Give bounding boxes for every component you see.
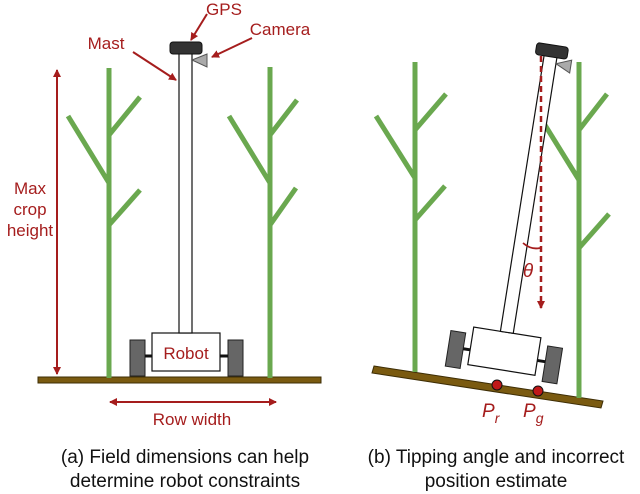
caption-b: (b) Tipping angle and incorrect position… — [352, 446, 640, 494]
plant-b-left — [373, 62, 448, 372]
camera-label: Camera — [250, 20, 311, 39]
mast-b — [499, 54, 558, 335]
robot-label: Robot — [163, 344, 209, 363]
robot-b — [444, 42, 573, 385]
point-pg — [532, 385, 544, 397]
gps-arrow — [190, 13, 208, 41]
wheel-b-right — [541, 345, 564, 385]
max-crop-label-line1: Max — [14, 179, 47, 198]
ground-a — [37, 376, 322, 384]
caption-a-line2: determine robot constraints — [69, 471, 301, 492]
row-width-label: Row width — [153, 410, 231, 429]
mast-label: Mast — [88, 34, 125, 53]
max-crop-label-line2: crop — [13, 200, 46, 219]
caption-a-line1: (a) Field dimensions can help — [60, 447, 310, 468]
wheel-b-left — [444, 330, 467, 370]
max-crop-label-line3: height — [7, 221, 54, 240]
wheel-a-left — [129, 339, 146, 377]
panel-a: Robot GPS Camera Mast Max crop height Ro… — [7, 0, 322, 429]
pg-label: Pg — [523, 401, 544, 426]
ground-b — [371, 365, 604, 409]
caption-b-line1: (b) Tipping angle and incorrect — [367, 447, 625, 468]
gps-label: GPS — [206, 0, 242, 19]
camera-arrow — [211, 37, 253, 58]
caption-a: (a) Field dimensions can help determine … — [20, 446, 350, 494]
mast-arrow — [132, 51, 177, 81]
camera-b — [554, 59, 573, 74]
plant-a-right — [226, 67, 299, 378]
theta-arc — [522, 242, 541, 250]
pr-label: Pr — [482, 401, 501, 426]
plant-b-right — [537, 62, 611, 398]
wheel-a-right — [227, 339, 244, 377]
plant-a-left — [65, 68, 142, 378]
panel-b: θ Pr Pg — [371, 42, 611, 426]
gps-unit-b — [535, 42, 569, 60]
gps-unit-a — [169, 41, 203, 55]
mast-a — [178, 52, 193, 334]
point-pr — [491, 379, 503, 391]
robot-body-b — [467, 326, 542, 376]
robot-body-a — [151, 332, 221, 372]
caption-b-line2: position estimate — [424, 471, 568, 492]
camera-a — [190, 53, 208, 68]
theta-label: θ — [523, 261, 534, 282]
